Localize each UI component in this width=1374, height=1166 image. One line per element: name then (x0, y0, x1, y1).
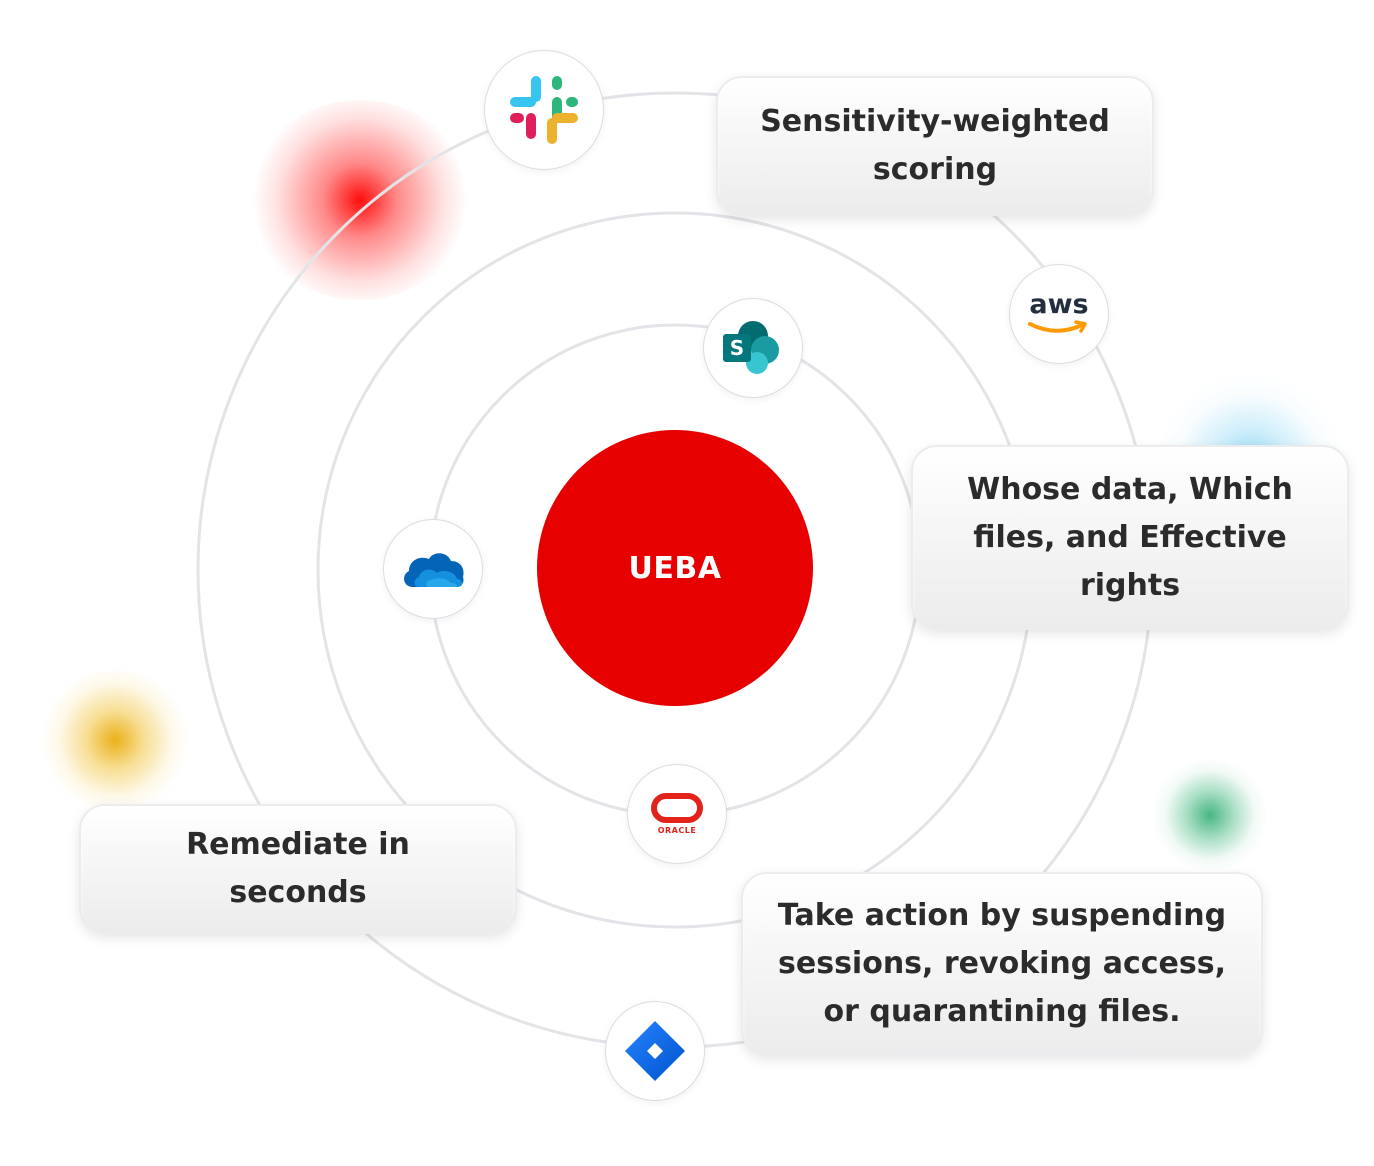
onedrive-logo (383, 519, 483, 619)
card-line: sessions, revoking access, (778, 946, 1226, 981)
card-line: Remediate in (186, 827, 410, 862)
green-glow (1150, 760, 1270, 870)
card-line: Take action by suspending (777, 898, 1227, 933)
slack-icon (510, 76, 578, 144)
center-label: UEBA (628, 550, 722, 586)
onedrive-cloud-icon (404, 553, 464, 587)
card-line: scoring (872, 152, 998, 187)
aws-text: aws (1029, 289, 1089, 320)
card-sensitivity-weighted-scoring: Sensitivity-weighted scoring (716, 76, 1154, 216)
slack-logo (484, 50, 604, 170)
red-glow (250, 100, 470, 300)
card-line: Sensitivity-weighted (760, 104, 1110, 139)
card-line: Whose data, Which (967, 471, 1293, 507)
card-line: or quarantining files. (823, 994, 1181, 1029)
card-line: rights (1079, 567, 1181, 603)
card-whose-data: Whose data, Which files, and Effective r… (911, 445, 1349, 630)
ueba-center-circle: UEBA (537, 430, 813, 706)
card-line: seconds (229, 875, 367, 910)
yellow-glow (40, 670, 190, 810)
aws-smile-icon (1028, 320, 1087, 333)
sharepoint-letter: S (729, 336, 745, 360)
aws-logo: aws (1009, 264, 1109, 364)
jira-logo (605, 1001, 705, 1101)
sharepoint-icon (723, 321, 779, 374)
card-take-action: Take action by suspending sessions, revo… (741, 872, 1263, 1056)
oracle-logo: ORACLE (627, 764, 727, 864)
card-line: files, and Effective (973, 519, 1287, 555)
card-remediate: Remediate in seconds (79, 804, 517, 934)
oracle-ring-icon (651, 793, 703, 823)
oracle-text: ORACLE (657, 826, 697, 835)
sharepoint-logo: S (703, 298, 803, 398)
jira-icon (625, 1021, 685, 1081)
